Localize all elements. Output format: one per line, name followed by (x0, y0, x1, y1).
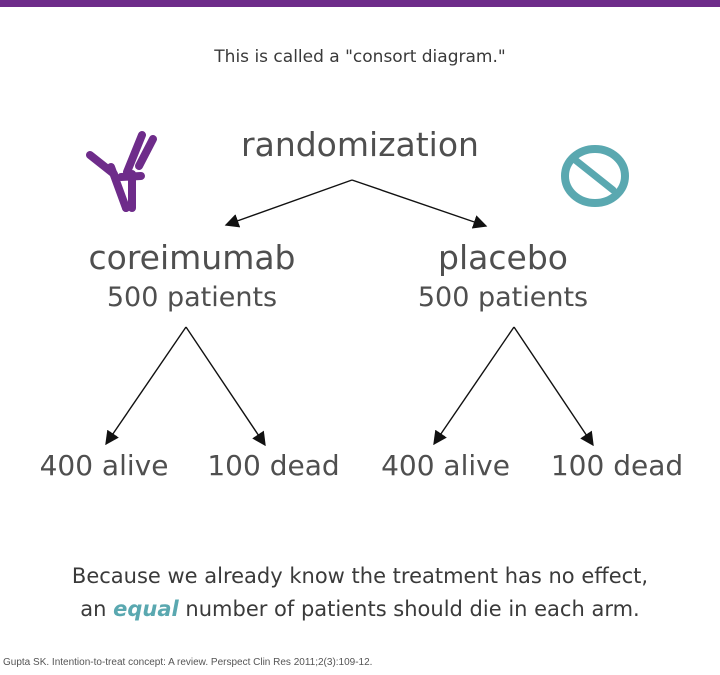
arm-placebo-name: placebo (438, 238, 568, 277)
conclusion-suffix: number of patients should die in each ar… (178, 597, 640, 621)
arrow-placebo-alive (433, 326, 515, 446)
conclusion-line-1: Because we already know the treatment ha… (71, 564, 649, 588)
arrow-coreimumab-alive (105, 326, 187, 446)
coreimumab-alive-outcome: 400 alive (39, 449, 169, 482)
placebo-alive-outcome: 400 alive (381, 449, 510, 482)
top-accent-bar (0, 0, 720, 7)
arrow-placebo-dead (513, 326, 594, 447)
arrow-to-placebo (351, 179, 488, 229)
arm-placebo-count: 500 patients (417, 282, 589, 313)
emphasis-equal: equal (113, 597, 179, 621)
conclusion-line-2: an equal number of patients should die i… (0, 593, 720, 626)
antibody-icon (86, 131, 157, 212)
coreimumab-dead-outcome: 100 dead (207, 449, 340, 482)
conclusion-prefix: an (80, 597, 114, 621)
arrow-to-coreimumab (224, 179, 353, 228)
arm-coreimumab-name: coreimumab (88, 238, 296, 277)
citation: Gupta SK. Intention-to-treat concept: A … (3, 657, 373, 668)
randomization-node: randomization (241, 125, 479, 164)
pill-icon (561, 145, 629, 207)
conclusion-text: Because we already know the treatment ha… (0, 560, 720, 626)
arm-coreimumab-count: 500 patients (106, 282, 278, 313)
placebo-dead-outcome: 100 dead (550, 449, 684, 482)
diagram-caption: This is called a "consort diagram." (214, 47, 506, 67)
arrow-coreimumab-dead (185, 326, 266, 447)
